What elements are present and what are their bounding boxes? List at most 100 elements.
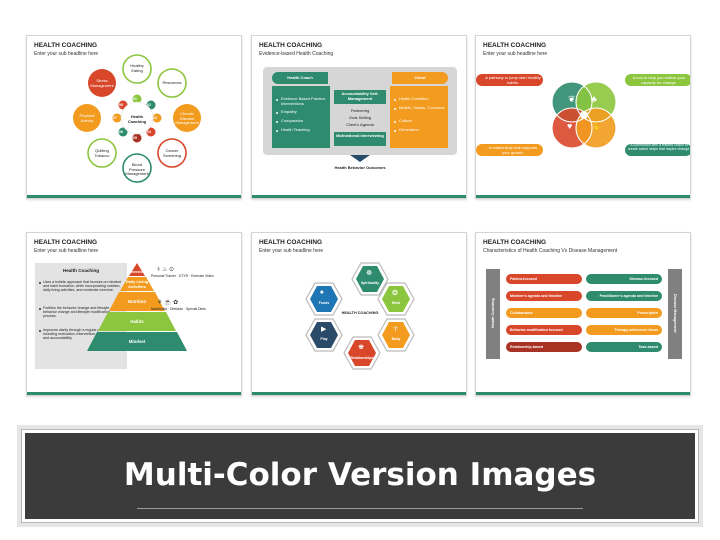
- slide-title: HEALTH COACHING: [34, 239, 98, 246]
- left-item: Empathy: [281, 109, 297, 114]
- petal-number: 08: [119, 103, 123, 107]
- left-side-bar: [486, 269, 500, 359]
- left-item: Health Teaching: [281, 127, 310, 132]
- hex-label: Mind: [391, 301, 401, 305]
- petal-label: Resources: [162, 80, 182, 85]
- left-row-text: Patient-focused: [510, 277, 537, 281]
- slide-title: HEALTH COACHING: [483, 42, 547, 49]
- panel-point: Uses a holistic approach that focuses on…: [43, 280, 122, 293]
- petal-label: Quitting Tobacco: [94, 148, 110, 158]
- petal-label: Cancer Screening: [162, 148, 181, 158]
- leaf-icon: ❦: [568, 94, 576, 104]
- petal-number: 05: [133, 136, 137, 140]
- exercise-icons: ⚕ ♨ ⊙: [157, 267, 174, 273]
- slide-subtitle: Enter your sub headline here: [483, 51, 548, 57]
- pyramid-level: Mindset: [128, 339, 146, 344]
- exercise-resources: Personal Trainer · DTYR · Exercise Video: [151, 274, 214, 278]
- petal-number: 01: [133, 97, 137, 101]
- center-bottom-label: Motivational Interviewing: [336, 133, 384, 138]
- thumbnail-health-coaching-flower[interactable]: HEALTH COACHING Enter your sub headline …: [26, 35, 242, 199]
- right-item: Health Condition: [399, 96, 429, 101]
- right-row-text: Task-based: [638, 345, 658, 349]
- callout-text: A connection with a trained coach to cre…: [627, 143, 691, 152]
- comparison-row-left: [506, 274, 582, 284]
- slide-subtitle: Characteristics of Health Coaching Vs Di…: [483, 248, 618, 254]
- right-side-label: Disease Management: [673, 293, 678, 333]
- petal-number: 06: [119, 130, 123, 134]
- heart-pulse-icon: ♥: [567, 121, 573, 131]
- comparison-row-right: [586, 308, 662, 318]
- petal-number: 04: [147, 130, 151, 134]
- petal-number: 02: [147, 103, 151, 107]
- callout-text: A tool to help you realize your capacity…: [632, 75, 686, 85]
- health-coach-header: [272, 72, 328, 84]
- footer-label: Health Behavior Outcomes: [334, 165, 386, 170]
- petal-label: Chronic Disease Management: [175, 111, 199, 126]
- panel-point: Fortifies the behavior change and lifest…: [43, 306, 110, 319]
- relationships-icon: ♚: [358, 344, 365, 351]
- hexagon-cycle: [305, 262, 415, 370]
- hex-label: Body: [391, 337, 401, 341]
- right-row-text: Prescriptive: [637, 311, 658, 315]
- comparison-row-right: [586, 274, 662, 284]
- thumbnail-health-coaching-hexagons[interactable]: HEALTH COACHING Enter your sub headline …: [251, 232, 467, 396]
- comparison-row-left: [506, 325, 582, 335]
- right-row-text: Practitioner's agenda and timeline: [599, 294, 658, 298]
- client-panel: [390, 86, 448, 148]
- thumbnail-evidence-based-coaching[interactable]: HEALTH COACHING Evidence-based Health Co…: [251, 35, 467, 199]
- right-item: Generation: [399, 127, 419, 132]
- center-item: Partnering: [350, 108, 370, 113]
- flower-diagram: [73, 54, 201, 183]
- right-item: Beliefs, Values, Concerns: [399, 105, 445, 110]
- hex-label: Foods: [318, 301, 330, 305]
- hex-label: Play: [320, 337, 328, 341]
- petal-label: Physical Activity: [79, 113, 95, 123]
- handshake-icon: ✋: [592, 122, 602, 131]
- right-row-text: Disease-focused: [629, 277, 658, 281]
- center-bottom-box: [334, 132, 386, 146]
- thumbnail-coaching-vs-disease-management[interactable]: HEALTH COACHING Characteristics of Healt…: [475, 232, 691, 396]
- petal-label: Blood Pressure Management: [125, 162, 149, 177]
- nutrition-resources: Nutritionist · Dietician · Special Diets: [151, 307, 206, 311]
- foods-icon: ♠: [320, 289, 324, 296]
- hex-label: Spirituality: [360, 281, 380, 285]
- slide-title: HEALTH COACHING: [34, 42, 98, 49]
- comparison-row-left: [506, 308, 582, 318]
- center-item: Goal-Setting: [348, 115, 372, 120]
- slide-subtitle: Enter your sub headline here: [34, 51, 99, 57]
- slide-title: HEALTH COACHING: [259, 239, 323, 246]
- right-row-text: Therapy-adherence focus: [614, 328, 658, 332]
- client-header-label: Client: [414, 75, 426, 80]
- slide-title: HEALTH COACHING: [259, 42, 323, 49]
- comparison-row-left: [506, 342, 582, 352]
- thumbnail-health-coaching-circles[interactable]: HEALTH COACHING Enter your sub headline …: [475, 35, 691, 199]
- petal-label: Stress Management: [90, 78, 114, 88]
- left-item: Compassion: [281, 118, 304, 123]
- pyramid-diagram: [87, 263, 187, 351]
- pyramid-level: Nutrition: [127, 299, 147, 304]
- slide-title: HEALTH COACHING: [483, 239, 547, 246]
- petal-number: 07: [113, 116, 117, 120]
- petal-label: Healthy Eating: [130, 63, 144, 73]
- banner-title: Multi-Color Version Images: [123, 457, 597, 493]
- left-row-text: Behavior-modification focused: [510, 328, 563, 332]
- left-item: Evidence Based Practice Interventions: [281, 96, 326, 106]
- nutrition-icons: ⚘ ☕ ✿: [157, 300, 179, 306]
- thumbnail-health-coaching-pyramid[interactable]: HEALTH COACHING Enter your sub headline …: [26, 232, 242, 396]
- slide-subtitle: Enter your sub headline here: [259, 248, 324, 254]
- pyramid-level: Daily Living Activities: [125, 279, 149, 289]
- comparison-row-left: [506, 291, 582, 301]
- mind-icon: ❂: [392, 290, 398, 297]
- panel-title: Health Coaching: [62, 268, 100, 273]
- petal-number: 03: [153, 116, 157, 120]
- slide-subtitle: Evidence-based Health Coaching: [259, 51, 334, 57]
- center-top-box: [334, 90, 386, 104]
- health-coach-panel: [272, 86, 330, 148]
- callout-text: A relationship that supports your growth…: [488, 145, 538, 155]
- pyramid-level: Exercise: [129, 270, 145, 274]
- banner-divider: [137, 508, 583, 509]
- center-item: Client's Agenda: [346, 122, 374, 127]
- client-header: [392, 72, 448, 84]
- pyramid-level: Habits: [130, 319, 144, 324]
- left-side-label: Health Coaching: [490, 298, 495, 329]
